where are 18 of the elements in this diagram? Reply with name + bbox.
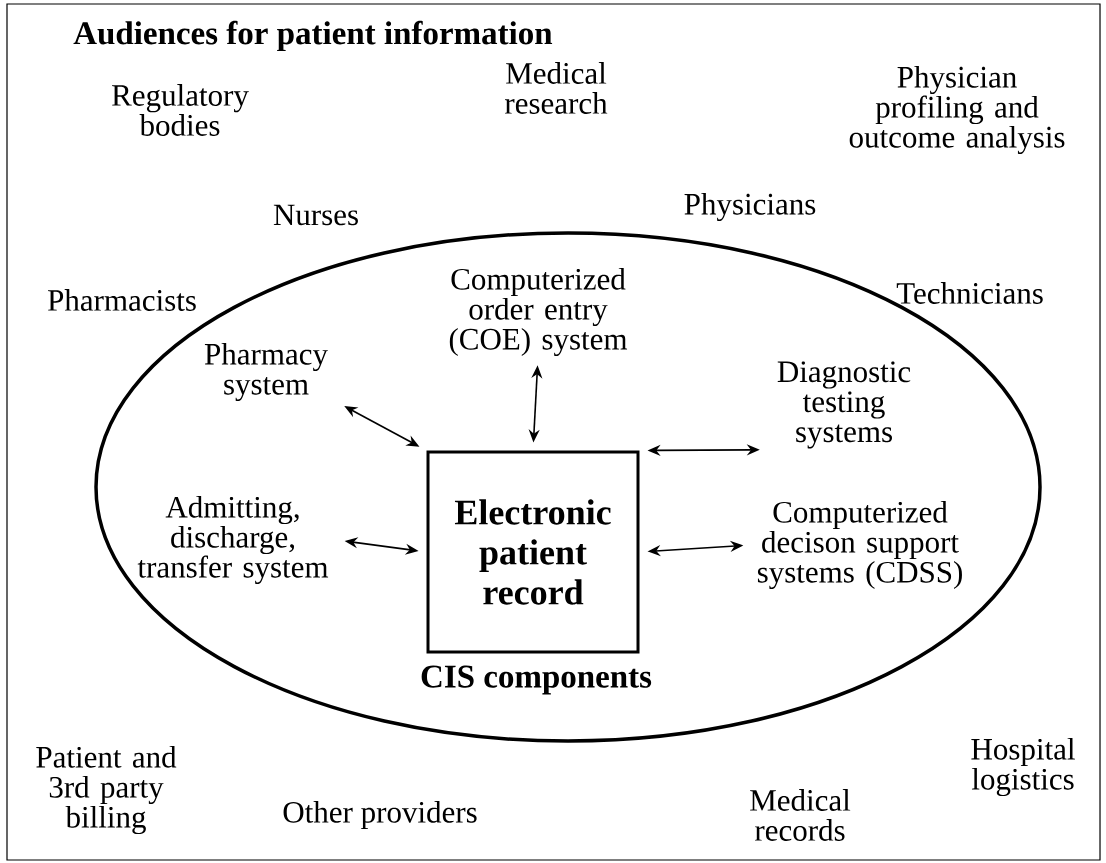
audience-label: Nurses [273, 204, 358, 226]
record-box: Electronic patient record [426, 450, 640, 654]
audience-label: Regulatory bodies [112, 84, 249, 136]
component-label: Pharmacy system [204, 342, 328, 402]
audience-label: Other providers [283, 800, 477, 830]
audience-label: Physicians [684, 192, 816, 222]
component-label: Admitting, discharge, transfer system [137, 495, 329, 585]
component-label: Diagnostic testing systems [777, 361, 911, 449]
audience-label: Medical records [750, 789, 851, 841]
title: Audiences for patient information [73, 20, 553, 52]
audience-label: Hospital logistics [971, 737, 1075, 797]
audience-label: Patient and 3rd party billing [36, 745, 177, 835]
audience-label: Physician profiling and outcome analysis [849, 65, 1065, 155]
audience-label: Medical research [505, 62, 608, 114]
audience-label: Pharmacists [48, 289, 196, 311]
component-label: Computerized decison support systems (CDSS) [757, 500, 962, 590]
component-label: Computerized order entry (COE) system [449, 267, 628, 357]
audience-label: Technicians [896, 282, 1043, 304]
